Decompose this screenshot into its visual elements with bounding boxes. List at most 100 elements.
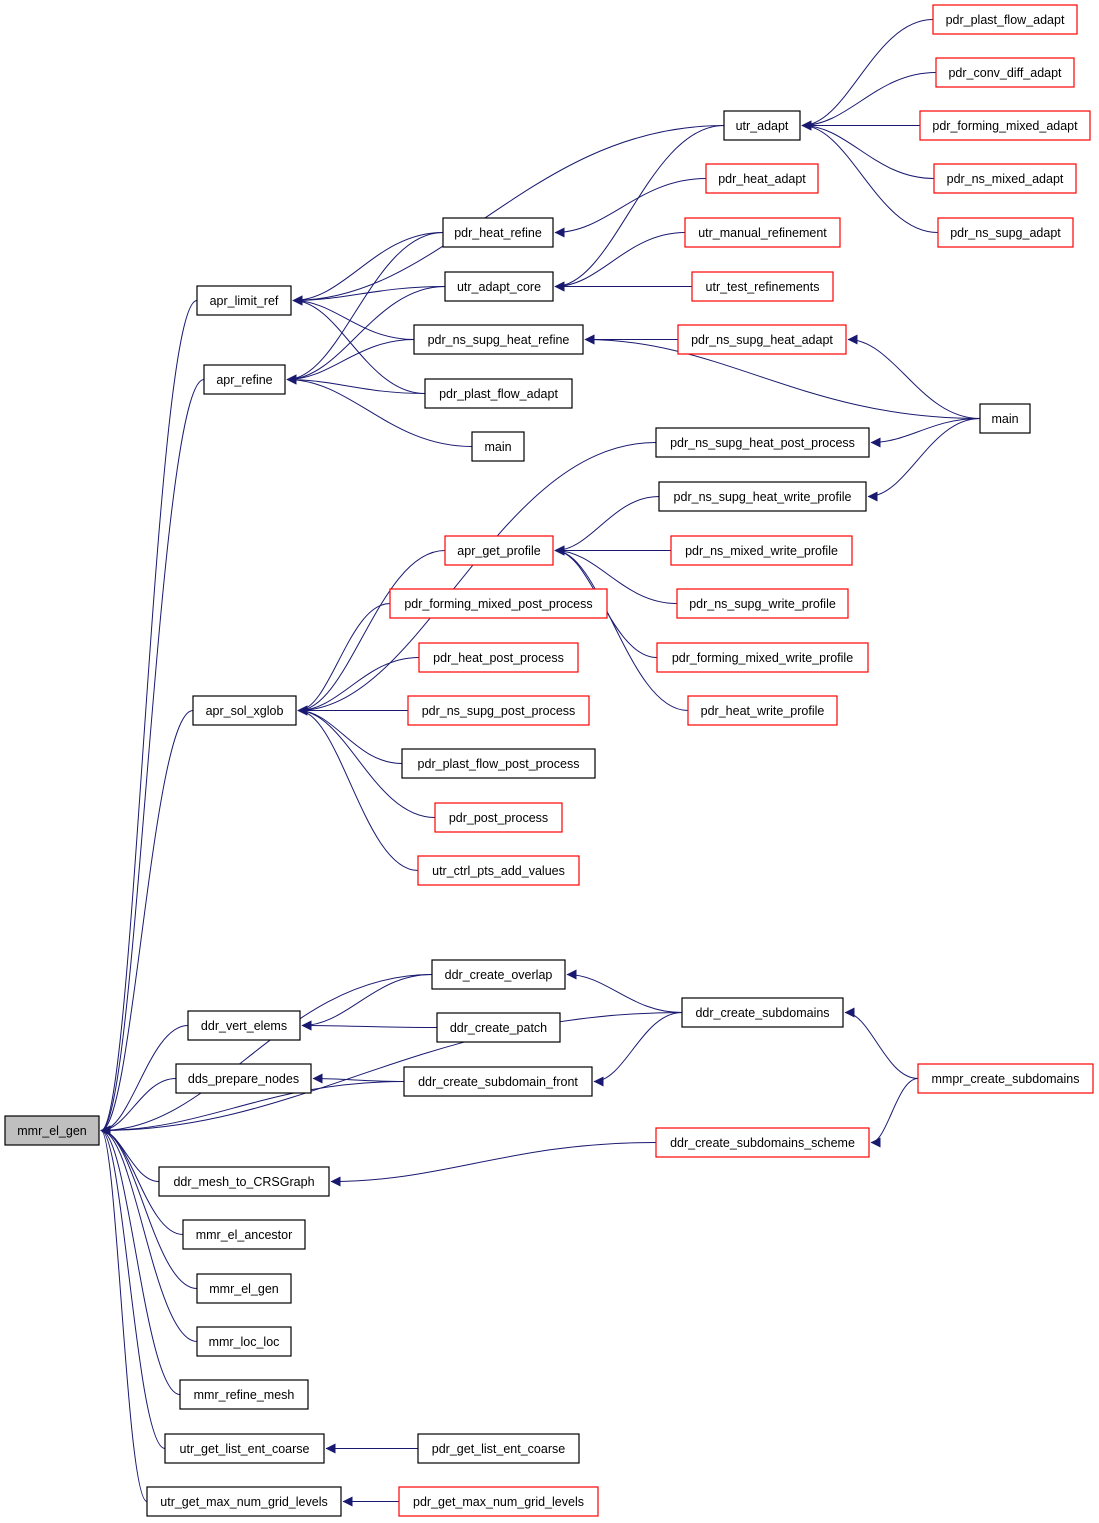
node-box — [917, 1063, 1094, 1094]
node-label: pdr_ns_supg_heat_post_process — [670, 436, 855, 450]
node-pdr-forming-mixed-adapt[interactable]: pdr_forming_mixed_adapt — [919, 110, 1091, 141]
node-utr-test-refinements[interactable]: utr_test_refinements — [691, 271, 834, 302]
node-pdr-ns-mixed-adapt[interactable]: pdr_ns_mixed_adapt — [933, 163, 1077, 194]
node-pdr-ns-supg-adapt[interactable]: pdr_ns_supg_adapt — [937, 217, 1074, 248]
edge-mmpr-create-subdomains-to-ddr-create-subdomains — [844, 1007, 919, 1079]
node-pdr-ns-supg-heat-post-process[interactable]: pdr_ns_supg_heat_post_process — [655, 427, 870, 458]
node-label: utr_manual_refinement — [698, 226, 827, 240]
node-pdr-heat-refine[interactable]: pdr_heat_refine — [442, 217, 554, 248]
node-mmr-el-ancestor[interactable]: mmr_el_ancestor — [182, 1219, 306, 1250]
node-ddr-create-subdomain-front[interactable]: ddr_create_subdomain_front — [403, 1066, 593, 1097]
node-box — [705, 163, 819, 194]
edge-pdr-ns-supg-heat-refine-to-apr-refine — [286, 339, 415, 385]
node-layer: mmr_el_gen apr_limit_ref apr_refine apr_sol… — [4, 4, 1094, 1517]
node-apr-get-profile[interactable]: apr_get_profile — [444, 535, 554, 566]
node-box — [424, 378, 573, 409]
node-box — [919, 110, 1091, 141]
node-ddr-vert-elems[interactable]: ddr_vert_elems — [187, 1010, 301, 1041]
edge-pdr-ns-supg-write-profile-to-apr-get-profile — [554, 545, 678, 604]
node-pdr-plast-flow-adapt[interactable]: pdr_plast_flow_adapt — [932, 4, 1078, 35]
node-pdr-heat-post-process[interactable]: pdr_heat_post_process — [418, 642, 579, 673]
node-apr-limit-ref[interactable]: apr_limit_ref — [196, 285, 292, 316]
node-main[interactable]: main — [979, 403, 1031, 434]
node-pdr-ns-supg-heat-write-profile[interactable]: pdr_ns_supg_heat_write_profile — [658, 481, 867, 512]
node-pdr-conv-diff-adapt[interactable]: pdr_conv_diff_adapt — [935, 57, 1075, 88]
node-box — [187, 1010, 301, 1041]
node-box — [676, 588, 849, 619]
node-utr-get-list-ent-coarse[interactable]: utr_get_list_ent_coarse — [164, 1433, 325, 1464]
node-pdr-ns-supg-heat-refine[interactable]: pdr_ns_supg_heat_refine — [413, 324, 584, 355]
edge-pdr-ns-supg-heat-refine-to-apr-limit-ref — [292, 295, 415, 340]
node-label: ddr_create_patch — [450, 1021, 547, 1035]
node-box — [407, 695, 590, 726]
node-pdr-heat-adapt[interactable]: pdr_heat_adapt — [705, 163, 819, 194]
node-box — [403, 1066, 593, 1097]
node-label: pdr_get_list_ent_coarse — [432, 1442, 565, 1456]
node-apr-sol-xglob[interactable]: apr_sol_xglob — [192, 695, 297, 726]
node-pdr-ns-mixed-write-profile[interactable]: pdr_ns_mixed_write_profile — [670, 535, 853, 566]
edge-pdr-plast-flow-adapt-to-utr-adapt — [801, 19, 934, 131]
node-label: pdr_heat_refine — [454, 226, 542, 240]
node-label: mmr_el_gen — [209, 1282, 279, 1296]
edge-ddr-create-patch-to-ddr-vert-elems — [301, 1020, 438, 1031]
node-utr-ctrl-pts-add-values[interactable]: utr_ctrl_pts_add_values — [417, 855, 580, 886]
edge-pdr-ns-supg-heat-write-profile-to-apr-get-profile — [554, 496, 660, 556]
node-mmr-loc-loc[interactable]: mmr_loc_loc — [196, 1326, 292, 1357]
node-utr-get-max-num-grid-levels[interactable]: utr_get_max_num_grid_levels — [146, 1486, 342, 1517]
node-utr-manual-refinement[interactable]: utr_manual_refinement — [684, 217, 841, 248]
node-pdr-get-max-num-grid-levels[interactable]: pdr_get_max_num_grid_levels — [398, 1486, 599, 1517]
node-box — [656, 642, 869, 673]
node-pdr-ns-supg-heat-adapt[interactable]: pdr_ns_supg_heat_adapt — [677, 324, 847, 355]
node-apr-refine[interactable]: apr_refine — [203, 364, 286, 395]
node-ddr-create-subdomains[interactable]: ddr_create_subdomains — [681, 997, 844, 1028]
node-ddr-mesh-to-crsgraph[interactable]: ddr_mesh_to_CRSGraph — [158, 1166, 330, 1197]
node-ddr-create-overlap[interactable]: ddr_create_overlap — [431, 959, 566, 990]
edge-pdr-heat-post-process-to-apr-sol-xglob — [297, 657, 420, 716]
node-pdr-get-list-ent-coarse[interactable]: pdr_get_list_ent_coarse — [417, 1433, 580, 1464]
node-label: apr_refine — [216, 373, 272, 387]
node-pdr-forming-mixed-write-profile[interactable]: pdr_forming_mixed_write_profile — [656, 642, 869, 673]
node-box — [442, 217, 554, 248]
node-label: utr_test_refinements — [706, 280, 820, 294]
edge-utr-adapt-core-to-apr-refine — [286, 286, 446, 385]
node-dds-prepare-nodes[interactable]: dds_prepare_nodes — [175, 1063, 312, 1094]
node-pdr-heat-write-profile[interactable]: pdr_heat_write_profile — [687, 695, 838, 726]
edge-apr-sol-xglob-to-mmr-el-gen — [100, 710, 194, 1136]
edge-pdr-conv-diff-adapt-to-utr-adapt — [801, 72, 937, 131]
node-label: utr_adapt — [736, 119, 789, 133]
edge-ddr-mesh-to-crsgraph-to-mmr-el-gen — [100, 1125, 160, 1182]
node-pdr-ns-supg-post-process[interactable]: pdr_ns_supg_post_process — [407, 695, 590, 726]
node-ddr-create-subdomains-scheme[interactable]: ddr_create_subdomains_scheme — [655, 1127, 870, 1158]
node-pdr-plast-flow-post-process[interactable]: pdr_plast_flow_post_process — [401, 748, 596, 779]
edge-utr-manual-refinement-to-utr-adapt-core — [554, 232, 686, 292]
node-mmpr-create-subdomains[interactable]: mmpr_create_subdomains — [917, 1063, 1094, 1094]
node-box — [932, 4, 1078, 35]
edge-pdr-plast-flow-adapt-to-apr-refine — [286, 374, 426, 394]
node-pdr-plast-flow-adapt[interactable]: pdr_plast_flow_adapt — [424, 378, 573, 409]
node-box — [179, 1379, 309, 1410]
node-box — [935, 57, 1075, 88]
node-box — [164, 1433, 325, 1464]
node-mmr-el-gen[interactable]: mmr_el_gen — [196, 1273, 292, 1304]
edge-utr-adapt-core-to-apr-limit-ref — [292, 286, 446, 306]
node-box — [670, 535, 853, 566]
node-box — [687, 695, 838, 726]
root-node: mmr_el_gen — [4, 1115, 100, 1146]
node-utr-adapt[interactable]: utr_adapt — [723, 110, 801, 141]
node-pdr-ns-supg-write-profile[interactable]: pdr_ns_supg_write_profile — [676, 588, 849, 619]
node-ddr-create-patch[interactable]: ddr_create_patch — [436, 1012, 561, 1043]
node-label: mmr_el_ancestor — [196, 1228, 293, 1242]
node-label: pdr_forming_mixed_post_process — [404, 597, 592, 611]
edge-pdr-ns-mixed-adapt-to-utr-adapt — [801, 120, 935, 179]
edge-main-to-pdr-ns-supg-heat-post-process — [870, 418, 981, 448]
node-main[interactable]: main — [471, 431, 525, 462]
node-label: apr_get_profile — [457, 544, 540, 558]
node-label: main — [484, 440, 511, 454]
node-pdr-post-process[interactable]: pdr_post_process — [434, 802, 563, 833]
node-mmr-refine-mesh[interactable]: mmr_refine_mesh — [179, 1379, 309, 1410]
node-utr-adapt-core[interactable]: utr_adapt_core — [444, 271, 554, 302]
node-label: pdr_ns_supg_post_process — [422, 704, 576, 718]
node-label: pdr_ns_supg_write_profile — [689, 597, 836, 611]
node-pdr-forming-mixed-post-process[interactable]: pdr_forming_mixed_post_process — [389, 588, 608, 619]
